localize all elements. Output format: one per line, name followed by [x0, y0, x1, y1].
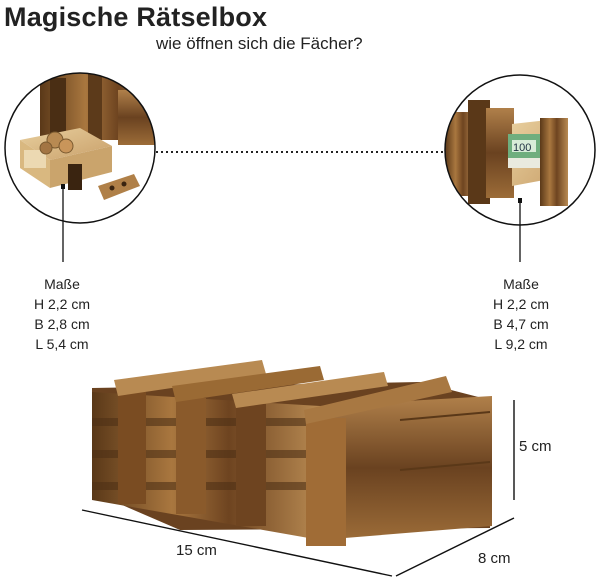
box-depth-label: 8 cm — [478, 550, 511, 567]
dimension-line: L 9,2 cm — [494, 336, 548, 352]
puzzle-box-image — [92, 360, 492, 546]
depth-dimension-line — [395, 517, 515, 577]
dimensions-heading: Maße — [503, 276, 539, 292]
box-length-label: 15 cm — [176, 542, 217, 559]
dimensions-heading: Maße — [44, 276, 80, 292]
page-title: Magische Rätselbox — [4, 2, 268, 32]
dimension-line: B 4,7 cm — [493, 316, 549, 332]
length-dimension-line — [81, 509, 393, 577]
box-height-label: 5 cm — [519, 438, 552, 455]
dimension-line: L 5,4 cm — [35, 336, 89, 352]
right-compartment-dimensions: Maße H 2,2 cm B 4,7 cm L 9,2 cm — [481, 274, 561, 354]
svg-text:100: 100 — [513, 142, 531, 154]
dimension-line: B 2,8 cm — [34, 316, 90, 332]
dimension-line: H 2,2 cm — [492, 296, 549, 312]
dimension-line: H 2,2 cm — [33, 296, 90, 312]
left-compartment-dimensions: Maße H 2,2 cm B 2,8 cm L 5,4 cm — [22, 274, 102, 354]
page-subtitle: wie öffnen sich die Fächer? — [156, 34, 363, 53]
left-compartment-zoom — [5, 73, 155, 223]
right-compartment-zoom: 100 — [445, 75, 595, 225]
